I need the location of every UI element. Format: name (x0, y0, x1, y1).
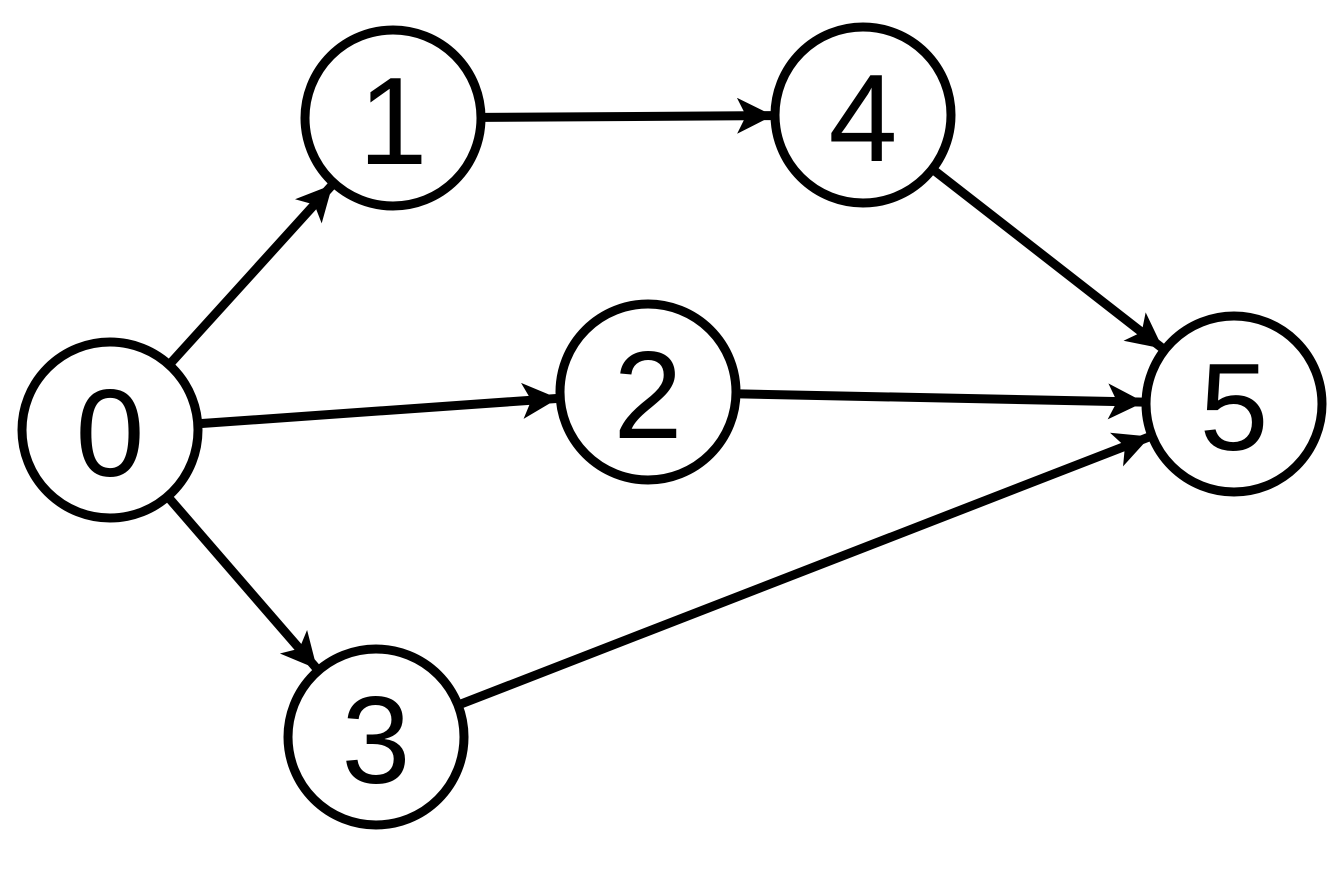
edge-2-to-5 (739, 383, 1145, 420)
edge-3-to-5 (460, 432, 1152, 708)
edge-0-to-3 (166, 496, 321, 672)
node-2: 2 (555, 299, 741, 485)
node-label-0: 0 (76, 365, 145, 503)
node-circle-1 (300, 25, 486, 211)
node-circle-2 (555, 299, 741, 485)
node-label-5: 5 (1200, 339, 1269, 477)
node-3: 3 (283, 644, 469, 830)
node-label-1: 1 (359, 53, 428, 191)
edges-layer (166, 97, 1166, 708)
node-1: 1 (300, 25, 486, 211)
node-5: 5 (1141, 311, 1327, 497)
node-circle-5 (1141, 311, 1327, 497)
node-label-2: 2 (614, 327, 683, 465)
node-4: 4 (770, 22, 956, 208)
edge-0-to-1 (168, 181, 336, 365)
node-circle-3 (283, 644, 469, 830)
edge-0-to-2 (201, 382, 559, 429)
node-label-3: 3 (342, 672, 411, 810)
node-circle-0 (17, 337, 203, 523)
node-0: 0 (17, 337, 203, 523)
node-label-4: 4 (829, 50, 898, 188)
edge-4-to-5 (932, 167, 1166, 353)
node-circle-4 (770, 22, 956, 208)
edge-1-to-4 (484, 97, 774, 134)
nodes-layer: 0 1 2 3 4 5 (17, 22, 1327, 830)
